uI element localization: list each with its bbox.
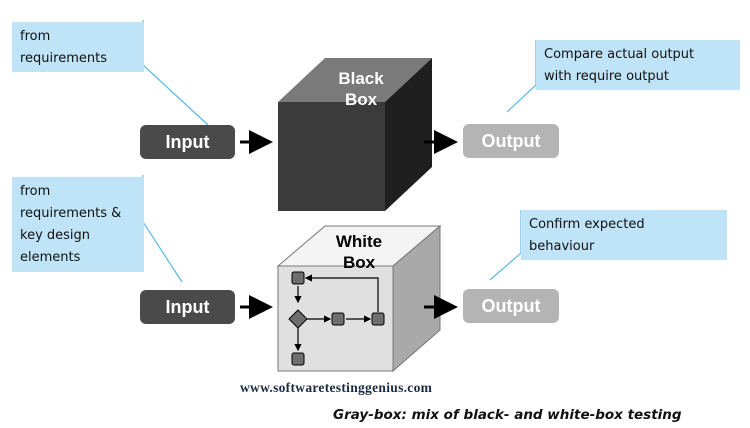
flow-arrows [240,130,458,319]
flow-node-process-2 [371,312,385,326]
black-box-title: Black Box [325,68,397,110]
white-input-source-note: from requirements & key design elements [12,177,144,272]
black-box-cube [278,58,432,211]
note-line: from [20,184,51,199]
note-line: Compare actual output [544,47,695,62]
black-output-note: Compare actual output with require outpu… [536,40,740,90]
black-box-title-line: Black [338,69,384,88]
white-box-flowchart [294,274,379,352]
white-box-title-line: Box [342,253,376,272]
flowchart-nodes [288,271,385,366]
watermark-url: www.softwaretestinggenius.com [240,380,433,395]
white-output-note: Confirm expected behaviour [521,210,727,260]
white-box-cube [276,224,442,373]
white-box-title: White Box [322,231,396,273]
flow-node-end [291,352,305,366]
note-line: with require output [544,69,669,84]
flow-node-process-1 [331,312,345,326]
figure-caption: Gray-box: mix of black- and white-box te… [333,407,682,423]
note-line: Confirm expected [529,217,645,232]
note-line: key design [20,228,91,243]
note-line: elements [20,250,81,265]
black-box-input: Input [140,125,235,159]
note-line: requirements & [20,206,122,221]
white-box-input: Input [140,290,235,324]
black-box-output: Output [463,124,559,158]
flow-node-decision [288,309,308,329]
white-box-title-line: White [335,232,383,251]
black-box-title-line: Box [344,90,378,109]
black-input-source-note: from requirements [12,22,144,72]
white-box-output: Output [463,289,559,323]
note-line: behaviour [529,239,595,254]
note-line: from [20,29,51,44]
note-line: requirements [20,51,107,66]
flow-node-start [291,271,305,285]
